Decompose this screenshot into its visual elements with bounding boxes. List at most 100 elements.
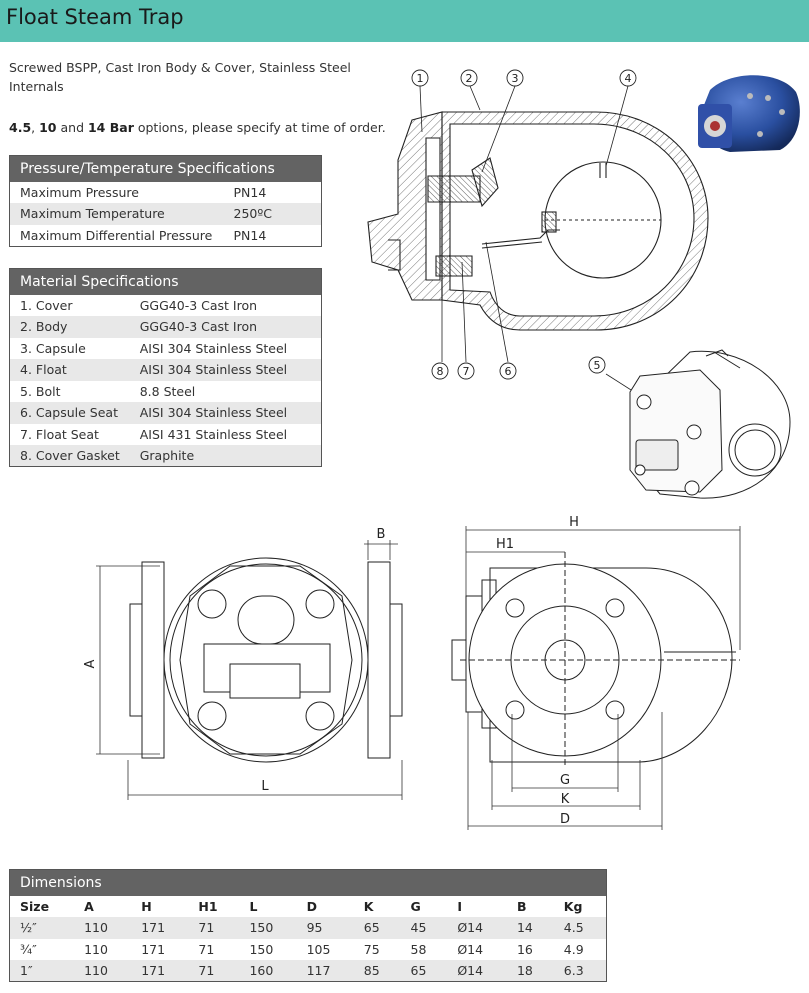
callout-circle-4 [619,69,637,87]
table-heading: Dimensions [9,869,607,896]
material-value: AISI 304 Stainless Steel [129,359,322,381]
material-value: AISI 431 Stainless Steel [139,426,288,442]
table-cell: 65 [353,917,401,939]
table-cell: 4.9 [563,941,584,957]
material-value: GGG40-3 Cast Iron [129,316,322,338]
side-dimension-labels: H H1 G K D [496,515,579,827]
material-value: AISI 304 Stainless Steel [129,402,322,424]
dim-label-d: D [560,812,570,827]
dim-label-a: A [83,659,98,668]
table-cell: 117 [296,960,354,982]
dim-label-b: B [377,527,386,542]
dim-label-h: H [569,515,579,530]
column-header: G [410,898,421,914]
material-part: 7. Float Seat [20,426,99,442]
callout-leaders [419,85,651,403]
table-cell: 85 [353,960,401,982]
material-value: GGG40-3 Cast Iron [139,297,258,313]
column-header: Size [20,898,50,914]
callout-2: 2 [466,72,473,85]
column-header: A [84,898,94,914]
table-row: ½″ 110 171 71 150 95 65 45 Ø14 14 4.5 [9,917,607,939]
material-part: 4. Float [9,359,130,381]
table-cell: 105 [306,941,331,957]
table-cell: 171 [141,941,166,957]
option-suffix: options, please specify at time of order… [133,120,386,135]
side-elevation-drawing [451,552,740,768]
table-cell: 16 [516,941,533,957]
material-value: AISI 304 Stainless Steel [139,340,288,356]
front-dimension-labels: A B L [83,527,385,794]
column-header: K [363,898,374,914]
callout-6: 6 [505,365,512,378]
dim-label-k: K [561,792,570,807]
table-cell: 110 [84,941,108,957]
pressure-options-note: 4.5, 10 and 14 Bar options, please speci… [9,120,389,135]
callout-7: 7 [463,365,470,378]
option-separator: , [31,120,40,135]
table-row: 7. Float Seat AISI 431 Stainless Steel [10,424,322,446]
column-header: L [249,898,258,914]
callout-circle-8 [431,362,449,380]
column-header: B [516,898,527,914]
table-row: 1″ 110 171 71 160 117 85 65 Ø14 18 6.3 [9,960,607,982]
dim-label-l: L [261,779,269,794]
table-cell: 14 [506,917,554,939]
table-cell: 171 [131,960,189,982]
table-cell: 65 [400,960,448,982]
callouts: 1 2 3 4 5 6 7 8 [411,69,637,380]
front-elevation-drawing [129,557,403,763]
table-cell: 150 [249,941,274,957]
material-part: 6. Capsule Seat [9,402,130,424]
option-separator: and [56,120,88,135]
callout-3: 3 [512,72,519,85]
front-elevation-dimensions [96,540,403,800]
table-cell: 160 [239,960,297,982]
table-cell: Ø14 [447,960,507,982]
dim-label-g: G [560,773,570,788]
callout-8: 8 [437,365,444,378]
option-value: 10 [39,120,57,135]
column-header: I [457,898,462,914]
callout-1: 1 [417,72,424,85]
table-cell: 95 [296,917,354,939]
material-part: 8. Cover Gasket [9,445,130,467]
callout-circle-5 [588,356,606,374]
table-cell: 4.5 [553,917,607,939]
table-heading: Pressure/Temperature Specifications [9,155,322,182]
cross-section-drawing [367,111,709,331]
table-cell: ½″ [9,917,75,939]
table-cell: 150 [239,917,297,939]
callout-circle-6 [499,362,517,380]
table-cell: 71 [188,960,240,982]
title-bar: Float Steam Trap [0,0,809,42]
table-cell: ¾″ [20,941,37,957]
material-value: Graphite [129,445,322,467]
spec-value: PN14 [233,227,267,243]
table-cell: 110 [74,917,132,939]
table-cell: 110 [74,960,132,982]
column-header: Kg [563,898,583,914]
isometric-drawing [629,349,791,499]
material-part: 1. Cover [20,297,73,313]
pressure-temperature-table: Pressure/Temperature Specifications Maxi… [9,155,322,247]
column-header: H [141,898,152,914]
table-header-row: Size A H H1 L D K G I B Kg [10,896,607,918]
callout-circle-2 [460,69,478,87]
table-cell: 1″ [9,960,75,982]
dim-label-h1: H1 [496,537,514,552]
spec-value: PN14 [233,184,267,200]
table-cell: 58 [410,941,427,957]
product-photo [698,75,800,152]
table-heading: Material Specifications [9,268,322,295]
table-row: 1. Cover GGG40-3 Cast Iron [10,295,322,317]
column-header: H1 [198,898,218,914]
table-cell: Ø14 [457,941,484,957]
spec-value: 250ºC [223,203,322,225]
